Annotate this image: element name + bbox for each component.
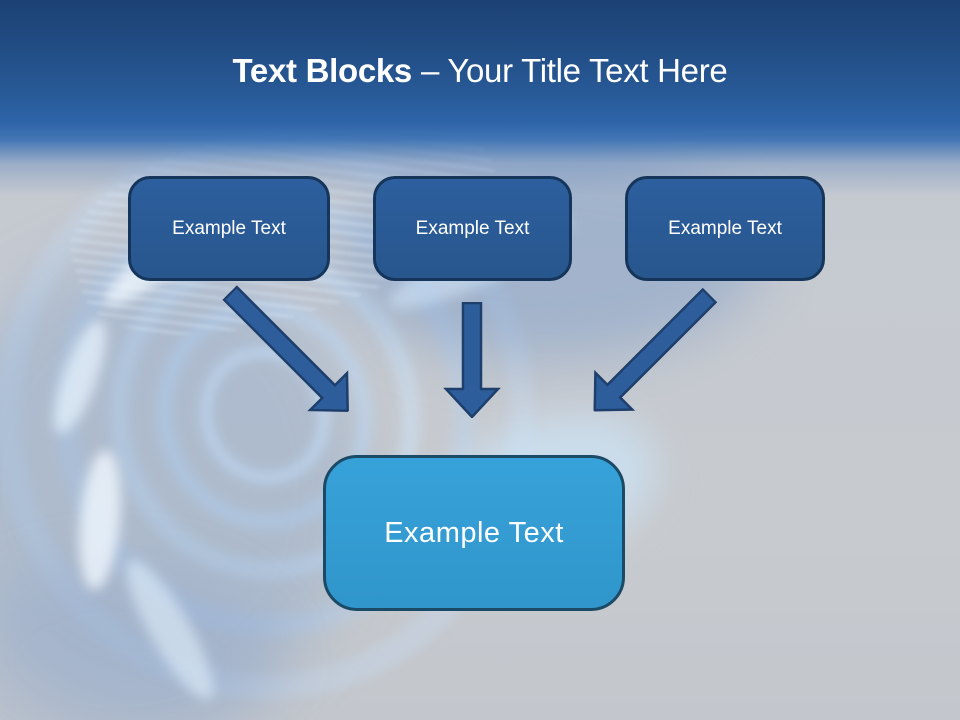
- arrow-down-icon: [443, 302, 501, 418]
- arrow-down-right-icon: [222, 285, 349, 412]
- page-title-regular: – Your Title Text Here: [421, 52, 728, 89]
- page-title: Text Blocks– Your Title Text Here: [0, 52, 960, 90]
- source-block-3-label: Example Text: [668, 217, 782, 239]
- page-title-bold: Text Blocks: [232, 52, 413, 89]
- source-block-1-label: Example Text: [172, 217, 286, 239]
- background-haze: [0, 250, 360, 720]
- background-haze: [0, 560, 280, 720]
- swirl-highlight: [112, 550, 228, 710]
- target-block: Example Text: [323, 455, 625, 611]
- target-block-label: Example Text: [384, 516, 564, 549]
- arrow-down-left-icon: [593, 287, 718, 412]
- source-block-3: Example Text: [625, 176, 825, 281]
- swirl-highlight: [73, 448, 127, 592]
- source-block-2-label: Example Text: [415, 217, 530, 239]
- swirl-highlight: [43, 314, 117, 440]
- header-gradient-band: [0, 0, 960, 210]
- source-block-1: Example Text: [128, 176, 330, 281]
- source-block-2: Example Text: [373, 176, 572, 281]
